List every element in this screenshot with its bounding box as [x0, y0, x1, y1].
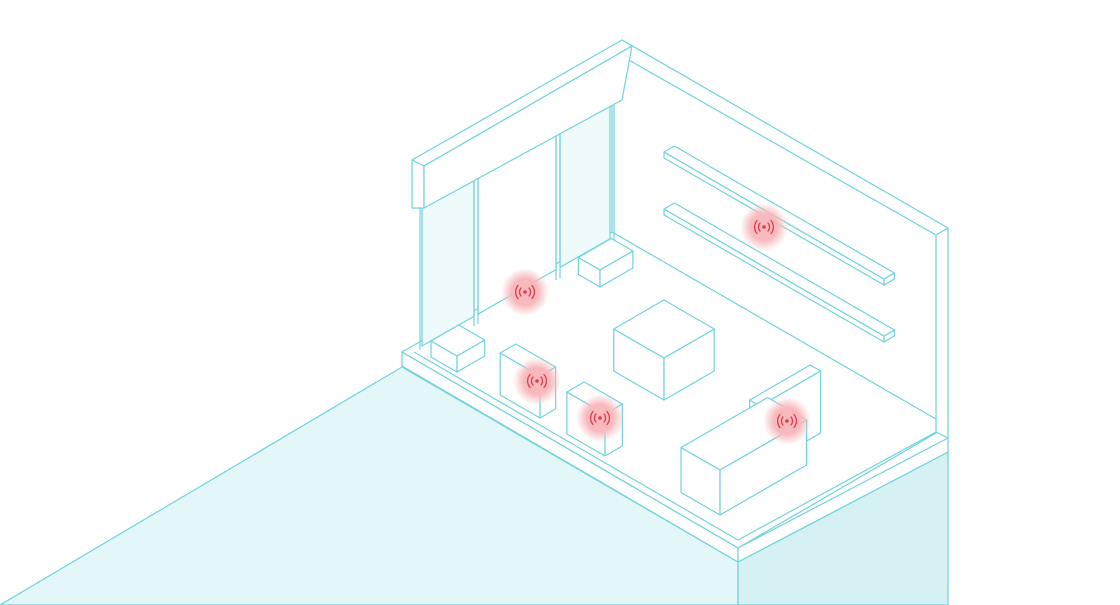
signal-arc-outer	[776, 413, 798, 429]
small-box-left	[430, 324, 486, 373]
signal-dot	[785, 419, 789, 423]
signal-arc-outer	[526, 373, 548, 389]
signal-arc-outer	[514, 284, 536, 300]
sensor-cabinet-1	[513, 357, 561, 405]
furniture	[430, 145, 895, 516]
signal-dot	[523, 290, 527, 294]
sensor-glass-wall	[501, 268, 549, 316]
center-cube-top-face	[613, 299, 715, 359]
wireless-signal-icon	[589, 410, 611, 426]
wireless-signal-icon	[526, 373, 548, 389]
wireless-signal-icon	[514, 284, 536, 300]
wireless-signal-icon	[753, 219, 775, 235]
lower-shelf	[663, 202, 895, 343]
signal-arc-inner	[593, 413, 607, 423]
floor-inner-edge	[413, 351, 937, 541]
signal-arc-outer	[753, 219, 775, 235]
signal-dot	[535, 379, 539, 383]
small-box-back-top-face	[577, 237, 634, 271]
signal-arc-inner	[518, 287, 532, 297]
center-cube	[613, 299, 715, 401]
right-wall-cap	[935, 227, 949, 236]
header-end	[411, 159, 425, 209]
signal-arc-inner	[780, 416, 794, 426]
signal-dot	[762, 225, 766, 229]
wireless-signal-icon	[776, 413, 798, 429]
floor-slab-side	[737, 437, 949, 563]
sensors	[501, 203, 811, 445]
signal-dot	[598, 416, 602, 420]
small-box-left-top-face	[430, 324, 486, 357]
sensor-cabinet-2	[576, 394, 624, 442]
sofa-backrest-top-face	[749, 364, 822, 407]
header-front	[423, 45, 633, 209]
small-box-back	[577, 237, 634, 288]
lower-shelf-top-face	[663, 202, 895, 337]
sensor-sofa	[763, 397, 811, 445]
signal-arc-inner	[530, 376, 544, 386]
signal-arc-outer	[589, 410, 611, 426]
sensor-shelf	[740, 203, 788, 251]
signal-arc-inner	[757, 222, 771, 232]
